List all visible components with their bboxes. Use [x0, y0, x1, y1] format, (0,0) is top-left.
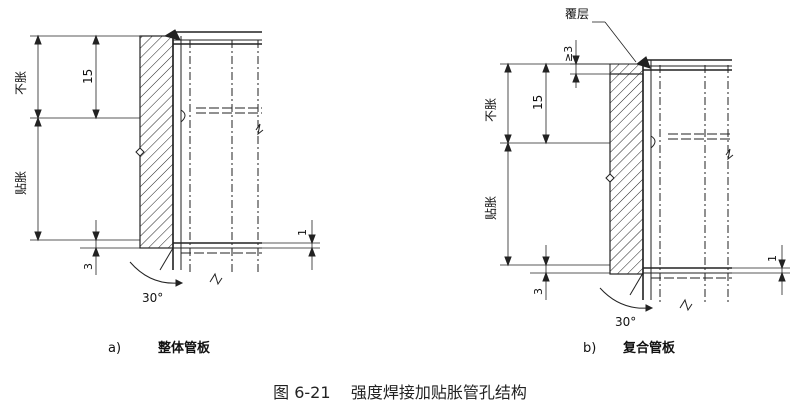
- dim-1-a: 1: [296, 229, 309, 236]
- diagram-a-labels: 不胀 贴胀 15 3 1 30°: [14, 69, 309, 305]
- dim-ge3-b: ≥3: [562, 46, 575, 62]
- label-no-expand-a: 不胀: [14, 71, 28, 95]
- break-mark-a-left: [135, 147, 145, 157]
- angle-a: 30°: [142, 291, 163, 305]
- title-b: 复合管板: [622, 340, 676, 356]
- dim-3-a: 3: [82, 263, 95, 270]
- dim-15-a: 15: [81, 69, 95, 84]
- tube-sheet-section-a: [139, 35, 174, 249]
- title-a: 整体管板: [157, 340, 211, 356]
- label-expand-b: 贴胀: [484, 196, 498, 220]
- sublabel-b: b): [583, 341, 596, 356]
- figure-caption: 图 6-21 强度焊接加贴胀管孔结构: [273, 383, 527, 402]
- label-expand-a: 贴胀: [14, 171, 28, 195]
- diagram-b-labels: 覆层 ≥3 不胀 贴胀 15 3 1 30°: [484, 7, 779, 329]
- label-no-expand-b: 不胀: [484, 98, 498, 122]
- tube-sheet-section-b: [609, 73, 644, 275]
- diagram-b: [500, 21, 790, 312]
- label-cladding-b: 覆层: [565, 7, 589, 21]
- dim-1-b: 1: [766, 255, 779, 262]
- dim-3-b: 3: [532, 288, 545, 295]
- angle-b: 30°: [615, 315, 636, 329]
- diagram-a: [30, 29, 320, 287]
- sub-captions: a) 整体管板 b) 复合管板: [108, 340, 676, 356]
- dim-15-b: 15: [531, 95, 545, 110]
- break-mark-a-right: [255, 123, 264, 136]
- cladding-layer-b: [609, 63, 644, 75]
- sublabel-a: a): [108, 341, 121, 356]
